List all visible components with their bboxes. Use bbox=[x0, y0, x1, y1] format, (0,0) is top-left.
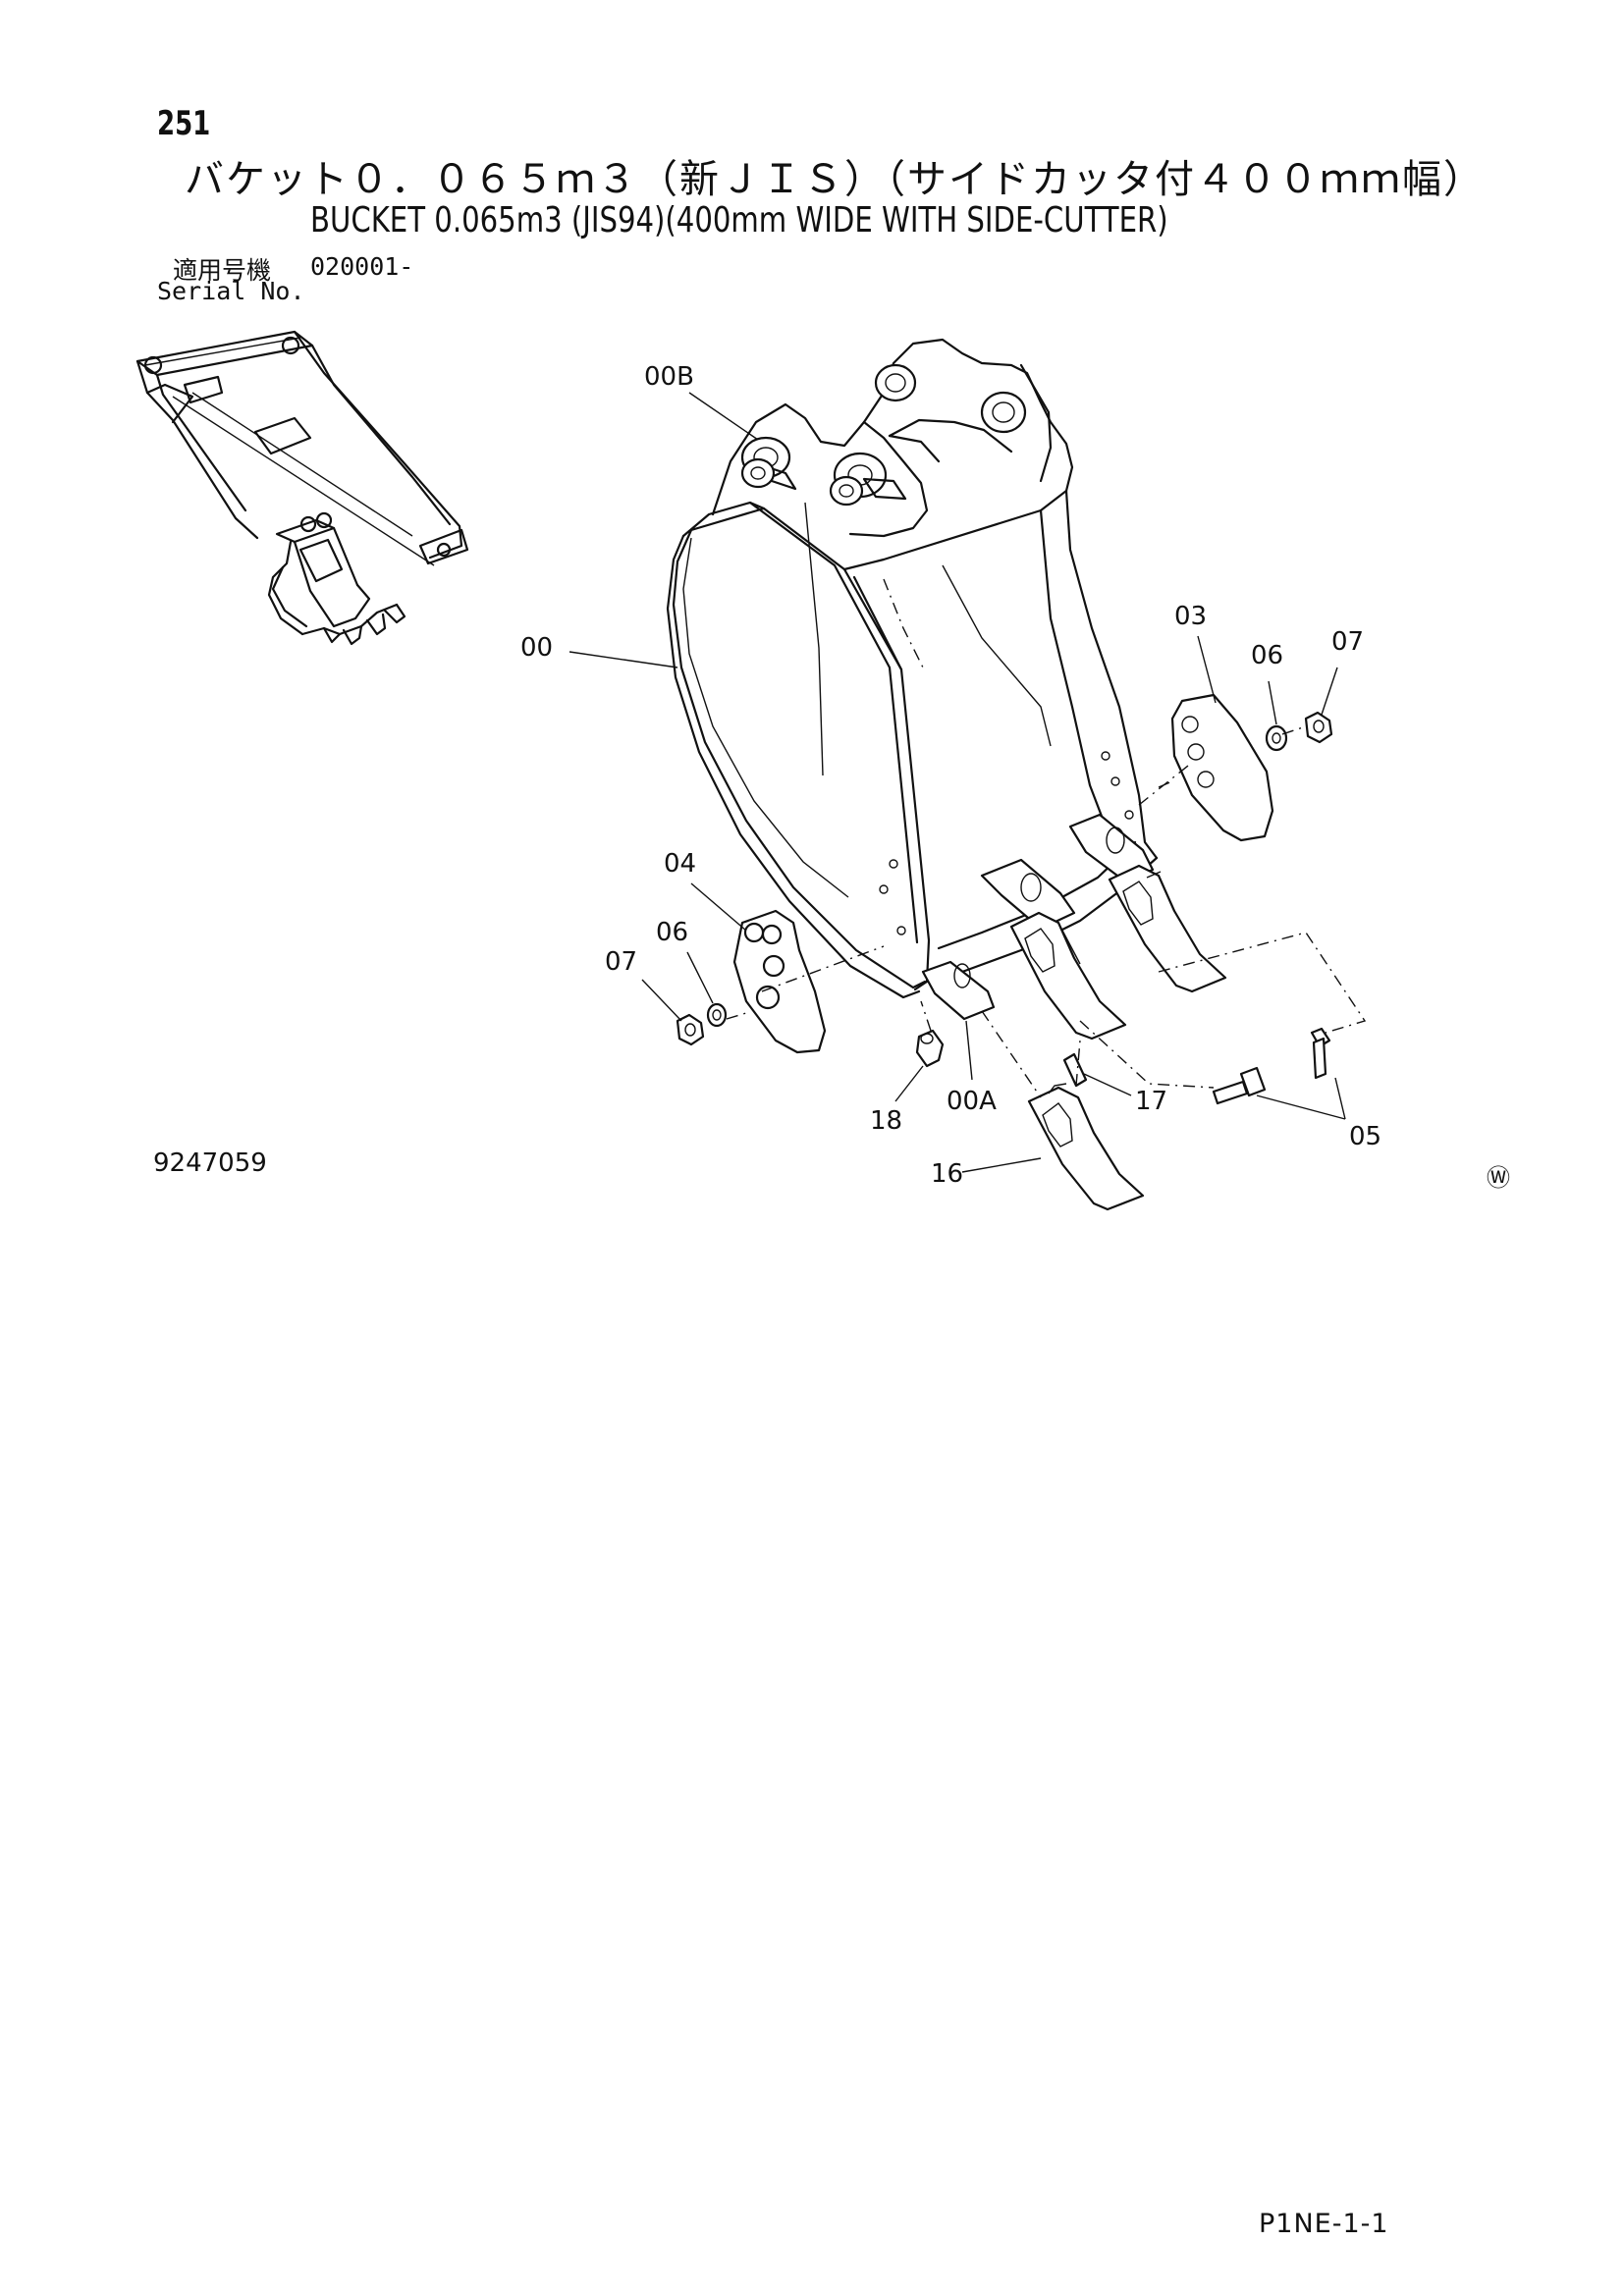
bolt-05-b bbox=[1310, 1027, 1331, 1080]
serial-label-english: Serial No. bbox=[157, 277, 305, 305]
excavator-arm-thumbnail bbox=[135, 330, 469, 646]
pin-18 bbox=[915, 1029, 945, 1068]
washer-right bbox=[1265, 724, 1288, 752]
nut-right bbox=[1304, 711, 1333, 744]
bucket-tooth-right bbox=[1108, 864, 1227, 993]
part-label-06-left: 06 bbox=[656, 918, 688, 947]
part-label-00: 00 bbox=[520, 633, 553, 663]
part-label-05: 05 bbox=[1349, 1122, 1381, 1151]
part-label-03: 03 bbox=[1174, 602, 1207, 631]
bucket-tooth-middle bbox=[1009, 911, 1127, 1041]
watermark-symbol: Ⓦ bbox=[1487, 1164, 1510, 1192]
bolt-05-a bbox=[1212, 1066, 1267, 1105]
bucket-tooth-exploded bbox=[1027, 1083, 1145, 1211]
tooth-adapter-left bbox=[921, 960, 996, 1021]
drawing-number: 9247059 bbox=[153, 1148, 267, 1178]
nut-left bbox=[676, 1013, 705, 1046]
tooth-adapter-middle bbox=[980, 858, 1076, 931]
pin-boss-lower bbox=[829, 452, 907, 507]
part-label-04: 04 bbox=[664, 849, 696, 879]
part-label-16: 16 bbox=[931, 1159, 963, 1189]
washer-left bbox=[706, 1002, 728, 1028]
side-cutter-right bbox=[1170, 693, 1274, 842]
serial-label-japanese: 適用号機 bbox=[173, 256, 272, 285]
part-label-06-right: 06 bbox=[1251, 641, 1283, 670]
lock-pin-17 bbox=[1062, 1052, 1088, 1088]
part-label-00a: 00A bbox=[947, 1087, 997, 1116]
part-labels: 00B 00 03 06 07 04 06 07 18 00A 17 05 16… bbox=[520, 362, 1510, 1192]
bucket-main-assembly bbox=[666, 338, 1159, 1021]
title-english: BUCKET 0.065m3 (JIS94)(400mm WIDE WITH S… bbox=[310, 200, 1168, 240]
serial-number-value: 020001- bbox=[310, 252, 414, 281]
title-japanese: バケット０．０６５ｍ３（新ＪＩＳ）（サイドカッタ付４００ｍｍ幅） bbox=[185, 157, 1485, 202]
tooth-adapter-right bbox=[1068, 813, 1155, 883]
part-label-18: 18 bbox=[870, 1106, 902, 1136]
pin-boss-upper bbox=[740, 436, 797, 491]
part-label-07-right: 07 bbox=[1331, 627, 1364, 657]
page-number: 251 bbox=[157, 104, 211, 143]
part-label-00b: 00B bbox=[644, 362, 694, 392]
side-cutter-left bbox=[732, 909, 827, 1054]
part-label-07-left: 07 bbox=[605, 947, 637, 977]
assembly-centerlines bbox=[726, 725, 1367, 1098]
leader-lines bbox=[568, 392, 1346, 1173]
part-label-17: 17 bbox=[1135, 1087, 1167, 1116]
page-code: P1NE-1-1 bbox=[1259, 2209, 1389, 2239]
